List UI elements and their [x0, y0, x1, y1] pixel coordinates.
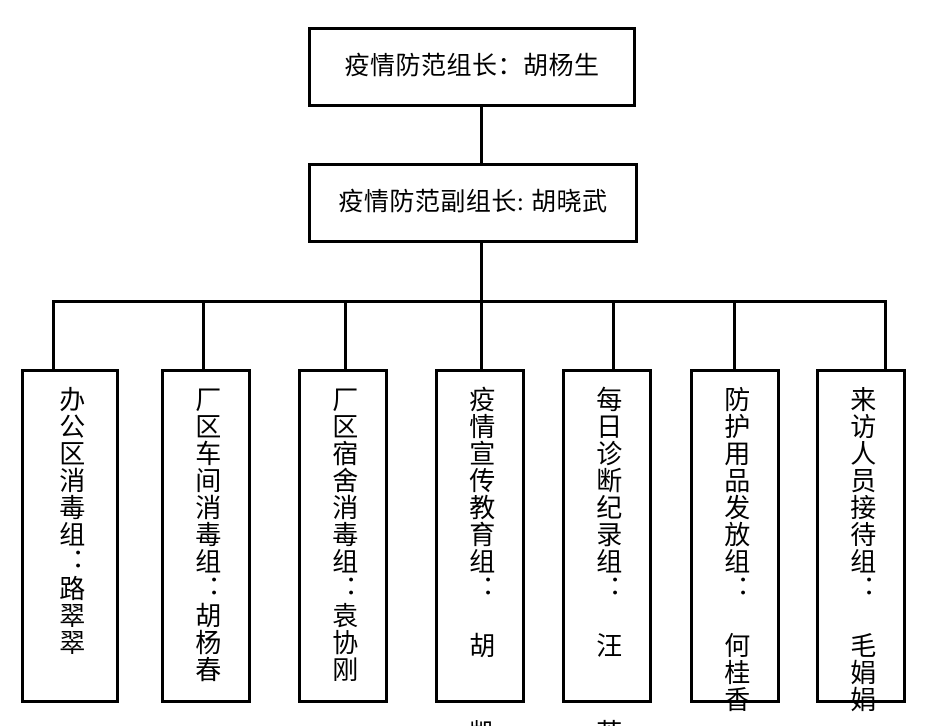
connector-horizontal-bus: [52, 300, 887, 303]
node-group-office-disinfection-label: 办公区消毒组：路翠翠: [55, 386, 85, 656]
node-group-workshop-disinfection[interactable]: 厂区车间消毒组：胡杨春: [161, 369, 251, 703]
node-group-leader-label: 疫情防范组长：胡杨生: [344, 53, 600, 80]
connector-drop-5: [612, 300, 615, 371]
connector-drop-6: [733, 300, 736, 371]
node-group-dormitory-disinfection[interactable]: 厂区宿舍消毒组：袁协刚: [298, 369, 388, 703]
node-deputy-leader[interactable]: 疫情防范副组长: 胡晓武: [308, 163, 638, 243]
node-group-ppe-distribution-label: 防护用品发放组： 何桂香: [720, 386, 750, 713]
node-group-visitor-reception-label: 来访人员接待组： 毛娟娟: [846, 386, 876, 713]
node-group-workshop-disinfection-label: 厂区车间消毒组：胡杨春: [191, 386, 221, 683]
connector-deputy-to-bus: [480, 242, 483, 303]
node-group-office-disinfection[interactable]: 办公区消毒组：路翠翠: [21, 369, 119, 703]
connector-drop-3: [344, 300, 347, 371]
node-group-ppe-distribution[interactable]: 防护用品发放组： 何桂香: [690, 369, 780, 713]
connector-drop-7: [884, 300, 887, 371]
node-deputy-leader-label: 疫情防范副组长: 胡晓武: [338, 189, 608, 216]
connector-drop-2: [202, 300, 205, 371]
node-group-leader[interactable]: 疫情防范组长：胡杨生: [308, 27, 636, 107]
node-group-visitor-reception[interactable]: 来访人员接待组： 毛娟娟: [816, 369, 906, 713]
node-group-publicity-education-label: 疫情宣传教育组： 胡 凯: [465, 386, 495, 726]
node-group-dormitory-disinfection-label: 厂区宿舍消毒组：袁协刚: [328, 386, 358, 683]
node-group-daily-diagnosis-record-label: 每日诊断纪录组： 汪 芳: [592, 386, 622, 726]
node-group-daily-diagnosis-record[interactable]: 每日诊断纪录组： 汪 芳: [562, 369, 652, 726]
connector-leader-to-deputy: [480, 106, 483, 164]
connector-drop-1: [52, 300, 55, 371]
connector-drop-4: [480, 300, 483, 371]
node-group-publicity-education[interactable]: 疫情宣传教育组： 胡 凯: [435, 369, 525, 726]
